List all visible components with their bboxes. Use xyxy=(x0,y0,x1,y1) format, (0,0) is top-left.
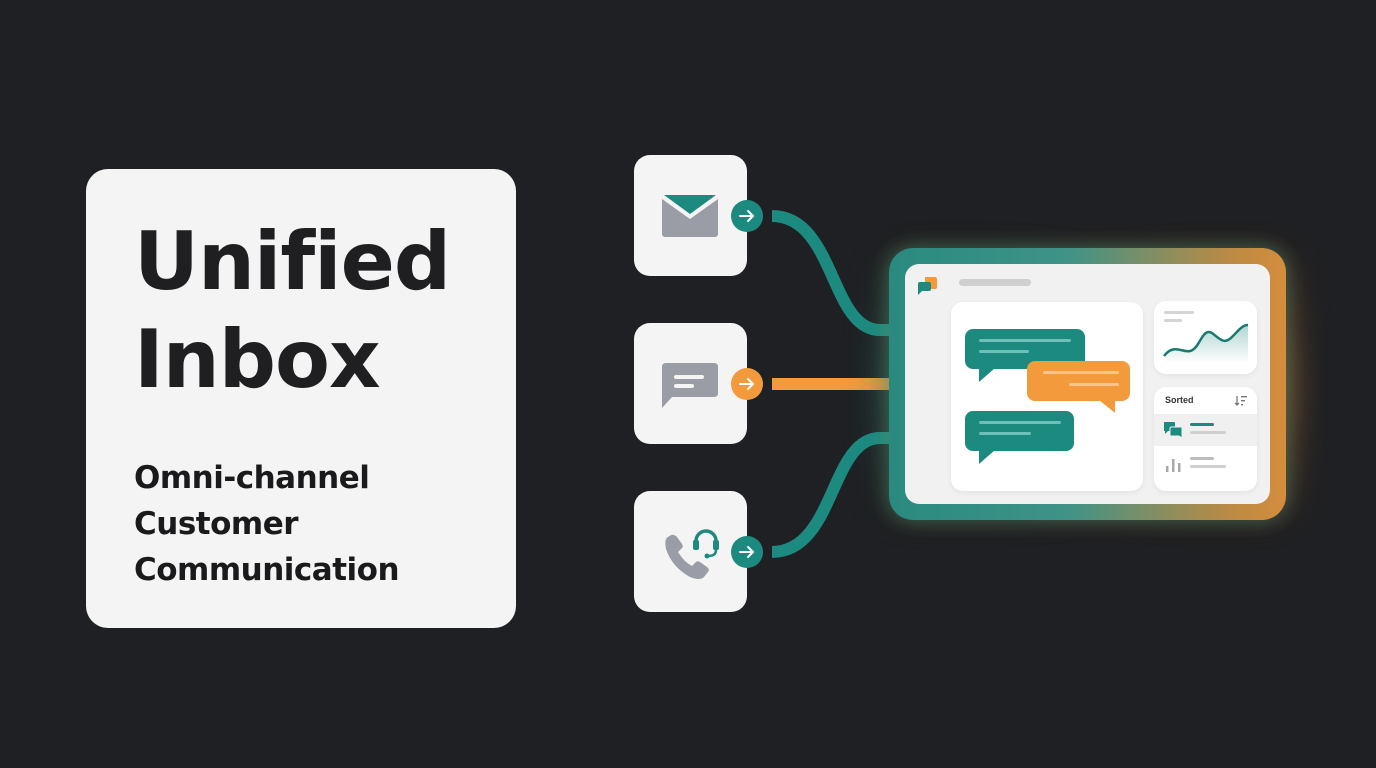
trend-chart-panel xyxy=(1154,301,1257,374)
subtitle: Omni-channel Customer Communication xyxy=(134,455,400,593)
title-line-2: Inbox xyxy=(134,313,381,406)
subtitle-line-2: Customer xyxy=(134,506,299,542)
unified-inbox-device: Sorted xyxy=(889,248,1286,520)
title-card: Unified Inbox Omni-channel Customer Comm… xyxy=(86,169,516,628)
subtitle-line-1: Omni-channel xyxy=(134,460,370,496)
app-logo-icon xyxy=(918,277,937,295)
arrow-right-icon xyxy=(739,210,755,222)
chat-channel-card xyxy=(634,323,747,444)
orange-message xyxy=(1027,361,1130,413)
sorted-row-highlighted xyxy=(1154,414,1257,446)
envelope-icon xyxy=(662,195,718,237)
sorted-label: Sorted xyxy=(1165,395,1194,405)
teal-message-1 xyxy=(965,329,1085,382)
phone-headset-icon xyxy=(665,529,719,579)
voice-channel-card xyxy=(634,491,747,612)
sorted-panel: Sorted xyxy=(1154,387,1257,491)
voice-arrow-button xyxy=(731,536,763,568)
arrow-right-icon xyxy=(739,378,755,390)
arrow-right-icon xyxy=(739,546,755,558)
email-channel-card xyxy=(634,155,747,276)
title-line-1: Unified xyxy=(134,215,451,308)
header-placeholder-bar xyxy=(959,279,1031,286)
inbox-screen: Sorted xyxy=(905,264,1270,504)
bar-chart-icon xyxy=(1166,459,1181,472)
main-title: Unified Inbox xyxy=(134,213,451,409)
chat-bubble-icon xyxy=(662,363,718,408)
chat-arrow-button xyxy=(731,368,763,400)
message-bubbles xyxy=(965,329,1130,464)
trend-line-chart xyxy=(1163,311,1249,363)
subtitle-line-3: Communication xyxy=(134,552,400,588)
sort-descending-icon xyxy=(1234,396,1247,406)
conversation-panel xyxy=(951,302,1143,491)
conversation-icon xyxy=(1164,422,1183,439)
teal-message-2 xyxy=(965,411,1074,464)
email-arrow-button xyxy=(731,200,763,232)
